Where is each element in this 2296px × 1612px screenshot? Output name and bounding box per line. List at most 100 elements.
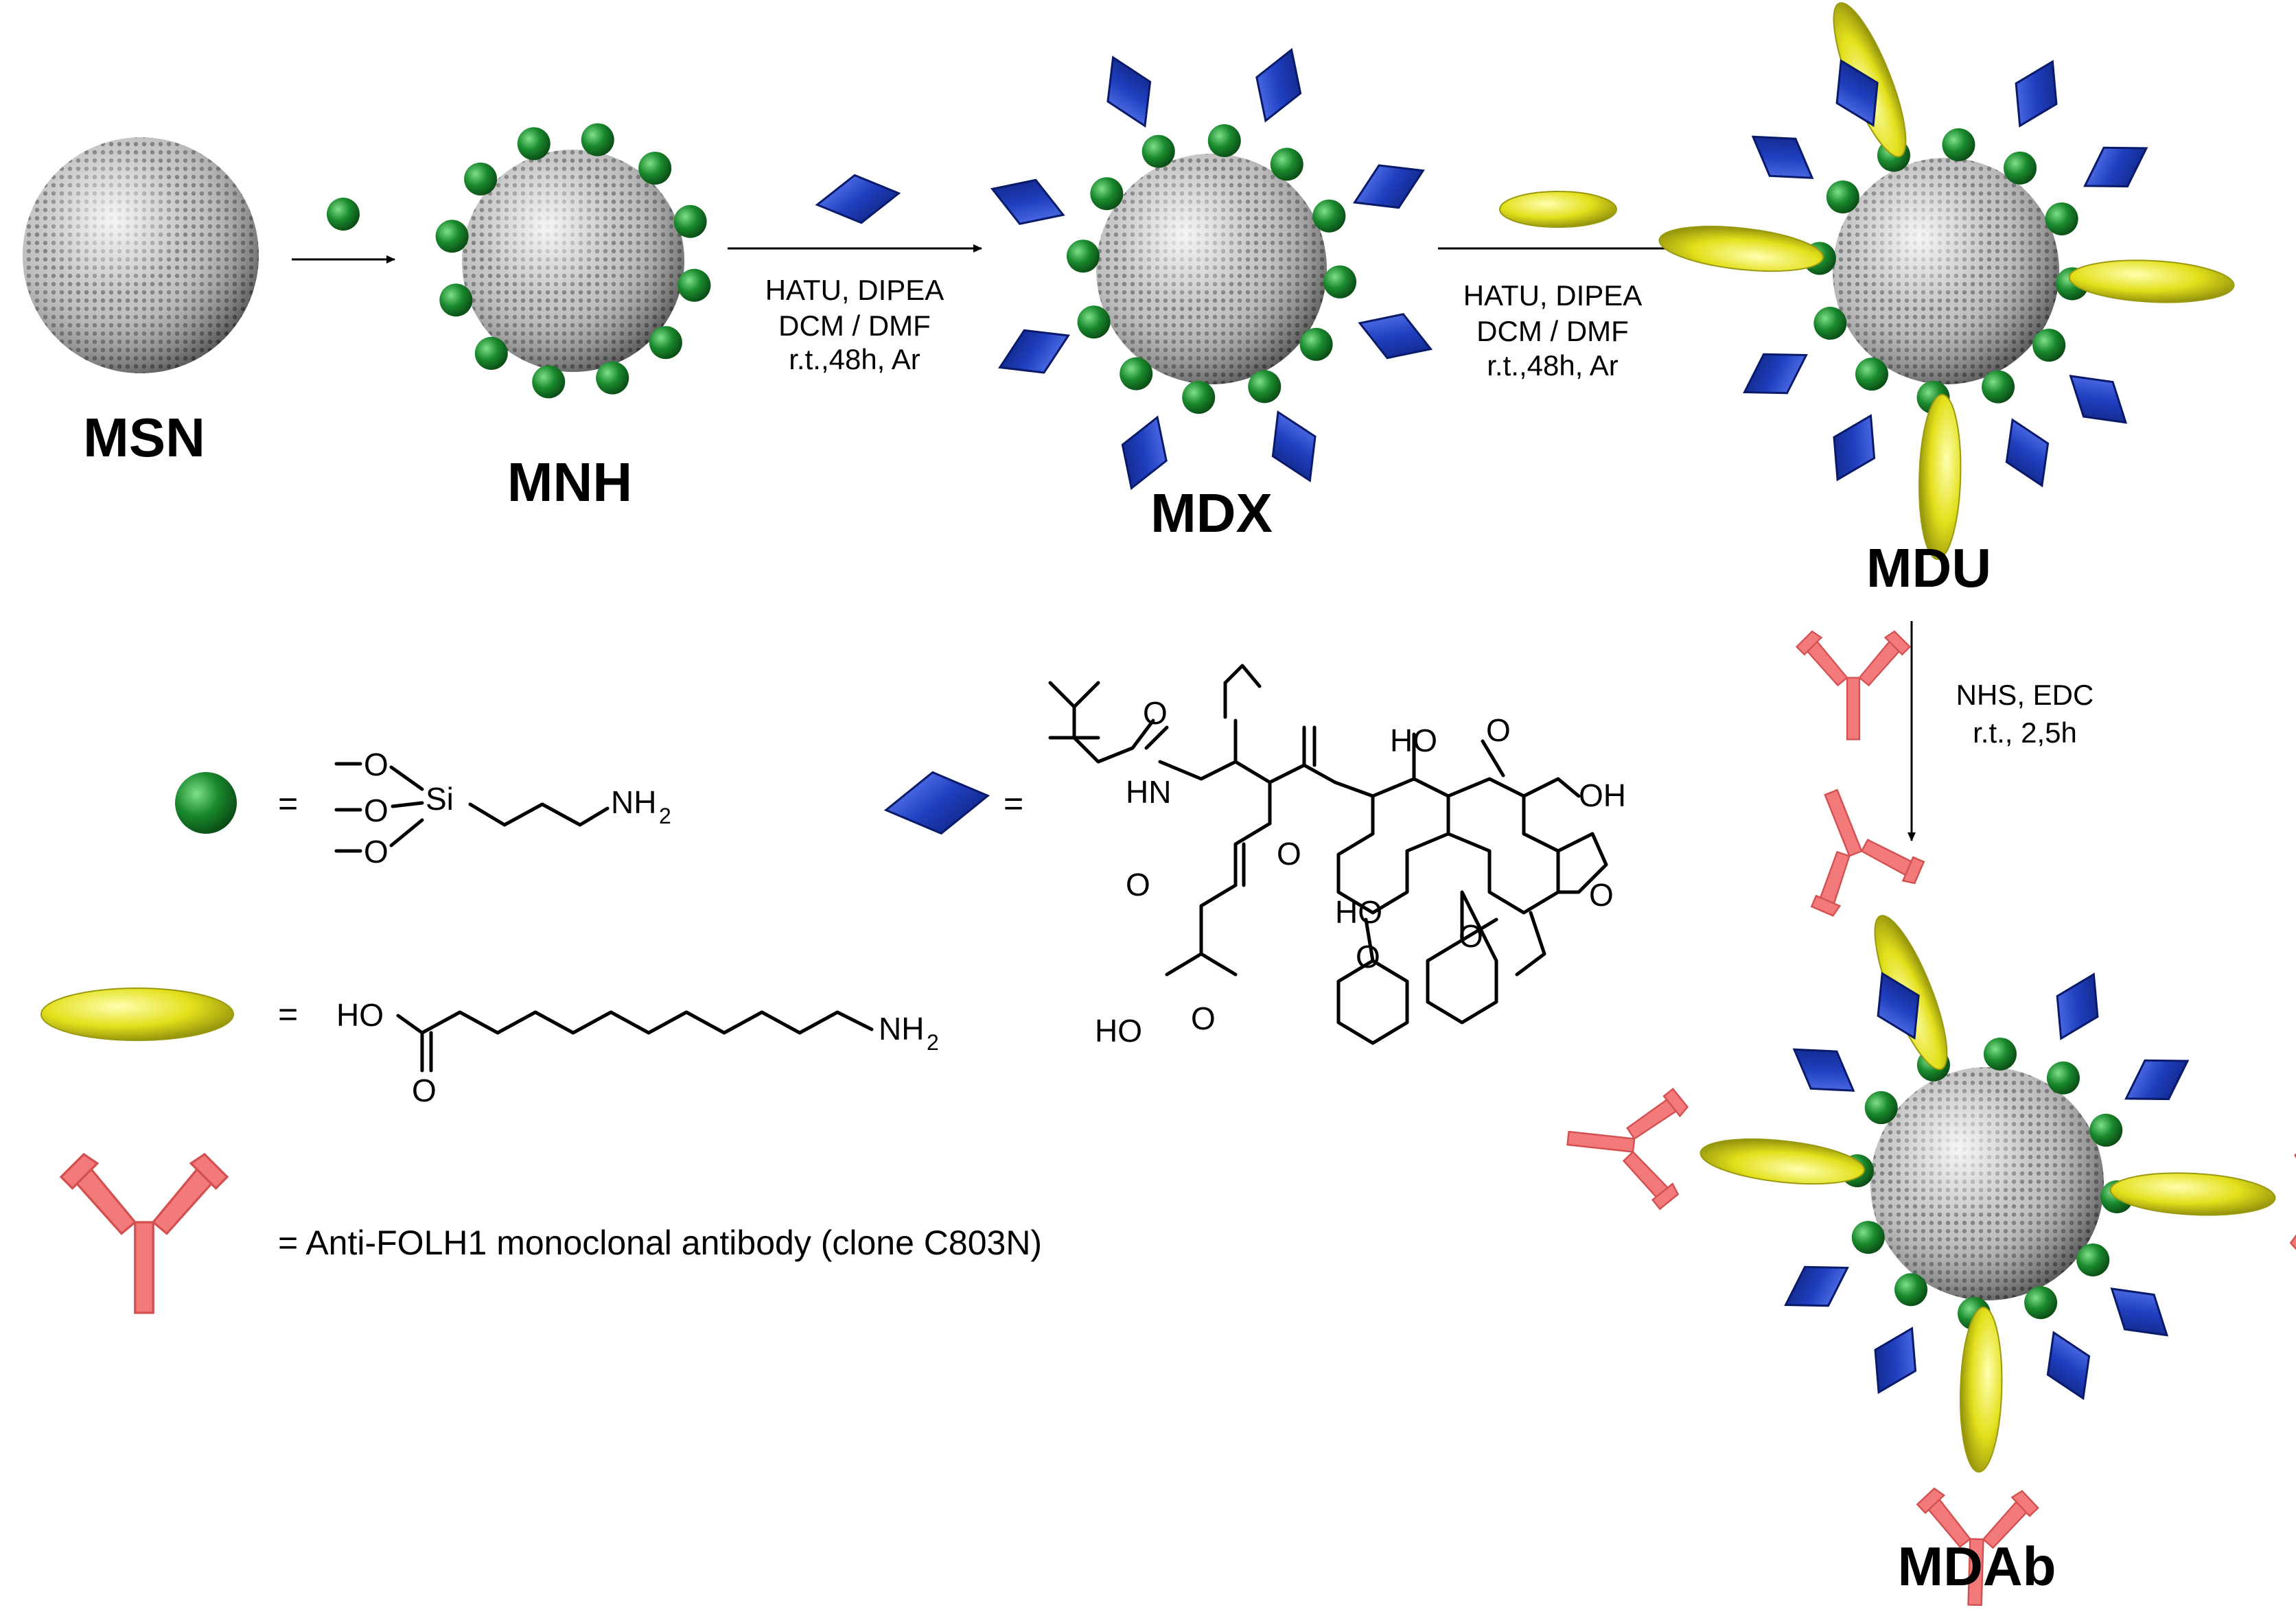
mdab-amine-bead xyxy=(2024,1286,2058,1320)
mdu-amine-bead xyxy=(1813,307,1847,340)
legend-eq-yellow: = xyxy=(278,995,298,1033)
drug-o-acid: O xyxy=(1191,1001,1216,1036)
drug-o-oxetane: O xyxy=(1589,877,1614,913)
mdu-drug-diamond xyxy=(2069,375,2128,424)
label-mdab: MDAb xyxy=(1897,1536,2056,1597)
mdab-amine-bead xyxy=(2089,1113,2123,1147)
mdx-drug-diamond xyxy=(998,329,1071,374)
silane-si: Si xyxy=(426,781,454,817)
mdab-amine-bead xyxy=(1983,1037,2017,1071)
mnh-amine-bead xyxy=(677,268,711,302)
reagent-antibody xyxy=(1795,630,1912,740)
cond-step3-line2: DCM / DMF xyxy=(1476,315,1629,347)
mdx-amine-bead xyxy=(1312,199,1346,233)
mnh-amine-bead xyxy=(435,220,469,253)
mdu-amine-bead xyxy=(1982,370,2015,404)
label-mdx: MDX xyxy=(1150,482,1273,544)
mdu-amine-bead xyxy=(1826,180,1859,213)
mdab-drug-diamond xyxy=(2046,1331,2091,1401)
silane-nh: NH xyxy=(611,784,656,820)
mnh-amine-bead xyxy=(649,326,682,360)
mdx-drug-diamond xyxy=(1271,410,1317,482)
mdx-amine-bead xyxy=(1323,265,1357,299)
mdab-amine-bead xyxy=(2046,1061,2080,1095)
drug-ho-top: HO xyxy=(1390,723,1437,758)
mdab-amine-bead xyxy=(1851,1221,1885,1254)
mdab-drug-diamond xyxy=(1877,971,1920,1040)
mdx-amine-bead xyxy=(1077,305,1111,339)
drug-o-ketone: O xyxy=(1486,712,1511,748)
mdab-drug-diamond xyxy=(2124,1059,2190,1101)
mnh-amine-bead xyxy=(517,127,550,161)
mnh-amine-bead xyxy=(638,152,672,185)
mdu-drug-diamond xyxy=(2005,418,2050,488)
silane-o3: O xyxy=(364,834,389,869)
drug-oh-right: OH xyxy=(1579,778,1626,813)
mnh-amine-bead xyxy=(464,162,498,196)
mnh-amine-bead xyxy=(596,361,629,395)
cond-step2-line1: HATU, DIPEA xyxy=(765,274,944,306)
mdx-sphere-shade xyxy=(1096,154,1327,384)
legend-eq-green: = xyxy=(278,784,298,823)
mdab-amine-bead xyxy=(1864,1091,1898,1125)
linker-structure: HO O NH 2 xyxy=(336,997,939,1108)
linker-nh-sub: 2 xyxy=(927,1030,939,1055)
cond-step2-line2: DCM / DMF xyxy=(778,309,931,342)
mdu-linker-ellipse xyxy=(1918,393,1962,560)
silane-o1: O xyxy=(364,747,389,782)
mdx-drug-diamond xyxy=(990,178,1065,225)
linker-ho: HO xyxy=(336,997,384,1033)
mdab-drug-diamond xyxy=(1874,1327,1917,1394)
silane-o2: O xyxy=(364,793,389,828)
mdx-amine-bead xyxy=(1141,135,1175,168)
legend-antibody xyxy=(59,1152,229,1314)
mdx-amine-bead xyxy=(1207,124,1241,157)
drug-structure: O HN O O HO O HO O OH HO O O O xyxy=(1048,664,1626,1049)
mdx-drug-diamond xyxy=(1106,56,1152,128)
mdab-drug-diamond xyxy=(1792,1048,1855,1092)
mnh-amine-bead xyxy=(581,123,614,156)
mdx-amine-bead xyxy=(1120,357,1153,390)
mdx-drug-diamond xyxy=(1352,164,1425,209)
label-mdu: MDU xyxy=(1866,537,1991,598)
mdu-drug-diamond xyxy=(1835,58,1879,127)
mdu-amine-bead xyxy=(2004,151,2037,185)
diagram-layer xyxy=(23,2,2296,1607)
reagent-amine-bead xyxy=(327,198,360,231)
mdab-drug-diamond xyxy=(2110,1287,2169,1337)
mnh-amine-bead xyxy=(673,205,707,238)
mdu-linker-ellipse xyxy=(2068,259,2235,303)
drug-o-succ: O xyxy=(1126,867,1150,902)
silane-structure: O O O Si NH 2 xyxy=(334,747,671,869)
mdu-drug-diamond xyxy=(2083,146,2148,188)
linker-nh: NH xyxy=(879,1011,924,1047)
mdab-amine-bead xyxy=(2076,1243,2110,1276)
mnh-amine-bead xyxy=(474,336,508,370)
reagent-linker-ellipse xyxy=(1499,191,1617,228)
mdx-drug-diamond xyxy=(1121,415,1168,491)
drug-hn: HN xyxy=(1126,774,1171,810)
drug-ho-lower: HO xyxy=(1335,894,1382,930)
mdab-linker-ellipse xyxy=(1700,1138,1866,1185)
mdab-linker-ellipse xyxy=(2109,1172,2276,1216)
mdu-drug-diamond xyxy=(1751,135,1814,179)
cond-step3-line3: r.t.,48h, Ar xyxy=(1487,349,1618,382)
mdx-amine-bead xyxy=(1270,148,1303,181)
mdx-drug-diamond xyxy=(1358,313,1433,360)
mdab-amine-bead xyxy=(1894,1273,1928,1307)
cond-step2-line3: r.t.,48h, Ar xyxy=(789,343,920,375)
mdx-amine-bead xyxy=(1090,177,1124,211)
mdx-amine-bead xyxy=(1248,370,1282,404)
drug-o-boc: O xyxy=(1143,695,1168,731)
legend-drug-diamond xyxy=(883,771,990,835)
legend-eq-blue: = xyxy=(1004,784,1023,823)
mdu-drug-diamond xyxy=(1833,414,1876,482)
mdu-drug-diamond xyxy=(2015,60,2058,128)
mdu-sphere-shade xyxy=(1833,158,2059,384)
linker-o: O xyxy=(412,1073,437,1108)
mdu-amine-bead xyxy=(1942,128,1975,161)
mdab-sphere-shade xyxy=(1870,1067,2104,1300)
legend-linker-ellipse xyxy=(40,988,234,1041)
msn-sphere-shade xyxy=(23,137,259,373)
drug-o-benzoyl: O xyxy=(1356,939,1380,974)
